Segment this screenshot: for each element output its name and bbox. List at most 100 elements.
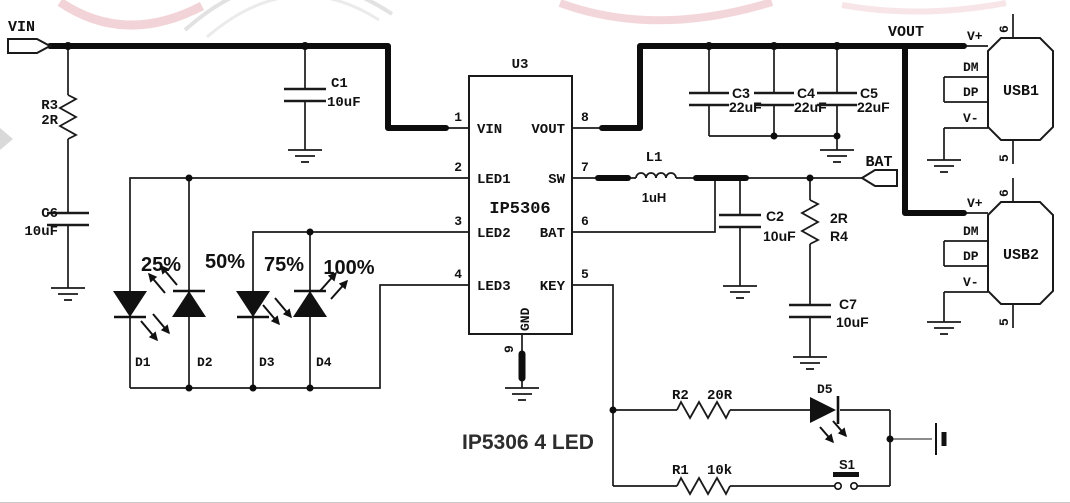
usb1-body: [987, 37, 1054, 141]
wire-led1-net: [129, 177, 469, 388]
trace-vout-usb2: [902, 43, 967, 216]
bat-tag-shape: [860, 169, 898, 187]
capacitor-c7-ref: C7: [839, 296, 857, 312]
ground-usb2: [926, 321, 962, 335]
ic-u3: U3 IP5306 VIN LED1 LED2 LED3 VOUT SW BAT…: [454, 57, 589, 382]
ic-pin-name-led2: LED2: [477, 226, 511, 242]
capacitor-c5-ref: C5: [860, 85, 878, 101]
led-d5: D5: [810, 382, 847, 444]
ic-pin-num-3: 3: [454, 214, 462, 229]
resistor-r1: R1 10k: [672, 463, 732, 496]
watermark-arc-inner: [206, 0, 380, 39]
led-d3: D3 75%: [236, 254, 304, 370]
capacitor-c1-value: 10uF: [327, 95, 361, 111]
led-d4: D4 100%: [293, 257, 375, 370]
capacitor-c7-value: 10uF: [836, 314, 869, 330]
battery-cell: [935, 423, 947, 455]
resistor-r4-ref: R4: [830, 228, 848, 244]
inductor-l1-body: [635, 172, 677, 179]
capacitor-c4-value: 22uF: [794, 99, 827, 115]
led-d3-triangle: [236, 291, 270, 317]
wire-led2-net: [252, 231, 469, 388]
junction-dots: [64, 42, 894, 443]
ic-pin-num-1: 1: [454, 110, 462, 125]
usb2-connector: USB2 V+ DM DP V- 6 5: [963, 189, 1054, 326]
usb1-pin-num-bottom: 5: [997, 154, 1012, 162]
usb2-body: [987, 201, 1054, 305]
power-traces: [47, 43, 967, 216]
capacitor-c2-ref: C2: [766, 208, 784, 224]
capacitor-c2-value: 10uF: [763, 228, 796, 244]
switch-s1-contact-right: [849, 481, 858, 490]
watermark: [0, 0, 1007, 150]
watermark-triangle: [0, 128, 13, 150]
capacitor-c3: C3 22uF: [689, 85, 762, 115]
capacitor-c4: C4 22uF: [754, 85, 827, 115]
bat-connector: BAT: [860, 154, 898, 187]
usb2-pin-vplus: V+: [967, 196, 983, 211]
led-d1: D1 25%: [113, 254, 181, 370]
trace-vin: [47, 43, 449, 131]
ic-pin-name-sw: SW: [548, 172, 565, 188]
resistor-r2-body: [676, 400, 731, 420]
ic-pin-name-bat: BAT: [540, 226, 565, 242]
capacitor-c3-value: 22uF: [729, 99, 762, 115]
resistor-r3: R3 2R: [41, 94, 78, 140]
ic-pin-num-7: 7: [581, 160, 589, 175]
capacitor-c6-ref: C6: [41, 206, 58, 222]
led-d1-triangle: [113, 291, 147, 317]
led-d4-triangle: [293, 291, 327, 317]
capacitor-c3-ref: C3: [732, 85, 750, 101]
wire-led3-net: [130, 284, 469, 389]
usb2-label: USB2: [1003, 247, 1039, 264]
capacitor-c5: C5 22uF: [817, 85, 890, 115]
inductor-l1: L1 1uH: [635, 150, 677, 205]
usb2-pin-num-bottom: 5: [997, 318, 1012, 326]
ic-pin-name-led3: LED3: [477, 279, 511, 295]
usb2-pin-num-top: 6: [997, 189, 1012, 197]
ic-u3-body: [468, 75, 573, 335]
inductor-l1-ref: L1: [646, 150, 663, 166]
wire-usb1-pins: [943, 14, 1014, 164]
ic-u3-ref: U3: [512, 57, 529, 73]
ic-pin-name-led1: LED1: [477, 172, 511, 188]
led-d2-ref: D2: [197, 355, 213, 370]
usb2-pin-dp: DP: [963, 249, 979, 264]
ground-c7: [792, 356, 828, 370]
ic-pin-name-vout: VOUT: [531, 122, 565, 138]
ic-pin-num-9: 9: [502, 345, 517, 353]
led-d2-percent: 50%: [205, 251, 245, 273]
led-d2-triangle: [172, 291, 206, 317]
usb1-pin-vminus: V-: [963, 111, 979, 126]
usb1-connector: USB1 V+ DM DP V- 6 5: [963, 25, 1054, 162]
switch-s1: S1: [833, 457, 859, 490]
capacitor-c6-value: 10uF: [24, 224, 58, 240]
wires: [67, 14, 1014, 487]
watermark-swoosh-right: [841, 0, 1007, 15]
watermark-swoosh-left: [57, 0, 205, 30]
ic-u3-part: IP5306: [489, 200, 550, 219]
led-d3-percent: 75%: [264, 254, 304, 276]
wire-pin6-bat: [572, 181, 716, 233]
ic-pin-num-4: 4: [454, 267, 462, 282]
led-d5-ref: D5: [817, 382, 833, 397]
ground-c3c4c5: [819, 149, 855, 163]
usb1-pin-dm: DM: [963, 60, 979, 75]
capacitor-c5-value: 22uF: [857, 99, 890, 115]
ic-pin-num-5: 5: [581, 267, 589, 282]
ground-c2: [722, 285, 758, 299]
led-d5-triangle: [810, 397, 836, 423]
capacitor-c1: C1 10uF: [284, 76, 361, 111]
usb1-pin-dp: DP: [963, 85, 979, 100]
resistor-r3-value: 2R: [41, 113, 58, 129]
resistor-r4: 2R R4: [800, 199, 848, 245]
resistor-r3-body: [58, 94, 78, 140]
trace-vout-top: [599, 43, 967, 131]
switch-s1-ref: S1: [839, 457, 855, 472]
vin-tag-shape: [7, 38, 53, 54]
bat-net-label: BAT: [865, 154, 892, 171]
ic-pin-name-gnd: GND: [518, 307, 533, 331]
inductor-l1-value: 1uH: [642, 190, 667, 205]
ground-c1: [287, 149, 323, 163]
